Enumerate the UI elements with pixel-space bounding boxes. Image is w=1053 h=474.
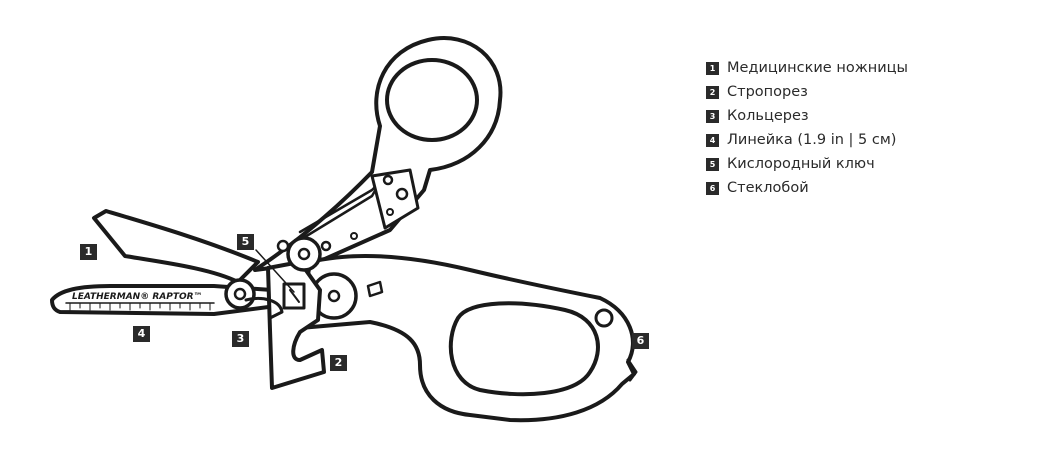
oxygen-wrench-plate <box>370 168 420 230</box>
lower-handle-slot <box>366 280 384 298</box>
legend-label: Линейка (1.9 in | 5 см) <box>727 132 897 148</box>
legend-label: Стропорез <box>727 84 808 100</box>
glass-breaker-tip <box>626 358 638 382</box>
legend-number: 2 <box>706 85 719 99</box>
strap-cutter <box>266 260 326 390</box>
legend-number: 5 <box>706 157 719 171</box>
lower-finger-hole <box>448 301 600 397</box>
brand-text: LEATHERMAN® RAPTOR™ <box>72 292 203 302</box>
legend-number: 1 <box>706 61 719 75</box>
ring-cutter-notch <box>244 297 284 320</box>
glass-breaker-rivet <box>594 308 614 328</box>
legend-label: Кислородный ключ <box>727 156 875 172</box>
ruler-ticks <box>69 302 211 311</box>
legend-number: 3 <box>706 109 719 123</box>
legend-label: Кольцерез <box>727 108 809 124</box>
callout-3: 3 <box>232 331 249 347</box>
small-rivet <box>320 240 332 252</box>
rivet <box>395 187 409 201</box>
rivet <box>350 232 358 240</box>
hinge-inner <box>327 289 341 303</box>
legend-item: 1 Медицинские ножницы <box>706 56 908 80</box>
scissors-illustration: LEATHERMAN® RAPTOR™ <box>50 36 638 423</box>
legend-number: 4 <box>706 133 719 147</box>
small-rivet <box>276 239 290 253</box>
top-pivot-center <box>297 247 311 261</box>
callout-5: 5 <box>237 234 254 250</box>
legend-item: 2 Стропорез <box>706 80 908 104</box>
legend-item: 4 Линейка (1.9 in | 5 см) <box>706 128 908 152</box>
legend-item: 3 Кольцерез <box>706 104 908 128</box>
legend-label: Стеклобой <box>727 180 809 196</box>
legend-item: 6 Стеклобой <box>706 176 908 200</box>
legend: 1 Медицинские ножницы 2 Стропорез 3 Коль… <box>706 56 908 200</box>
upper-blade <box>92 209 260 284</box>
upper-finger-hole <box>385 58 479 142</box>
callout-4: 4 <box>133 326 150 342</box>
legend-item: 5 Кислородный ключ <box>706 152 908 176</box>
callout-6: 6 <box>632 333 649 349</box>
callout-1: 1 <box>80 244 97 260</box>
legend-label: Медицинские ножницы <box>727 60 908 76</box>
callout-5-leader <box>255 249 295 293</box>
legend-number: 6 <box>706 181 719 195</box>
callout-2: 2 <box>330 355 347 371</box>
rivet <box>382 174 394 186</box>
blade-pivot-center <box>233 287 247 301</box>
rivet <box>386 208 394 216</box>
